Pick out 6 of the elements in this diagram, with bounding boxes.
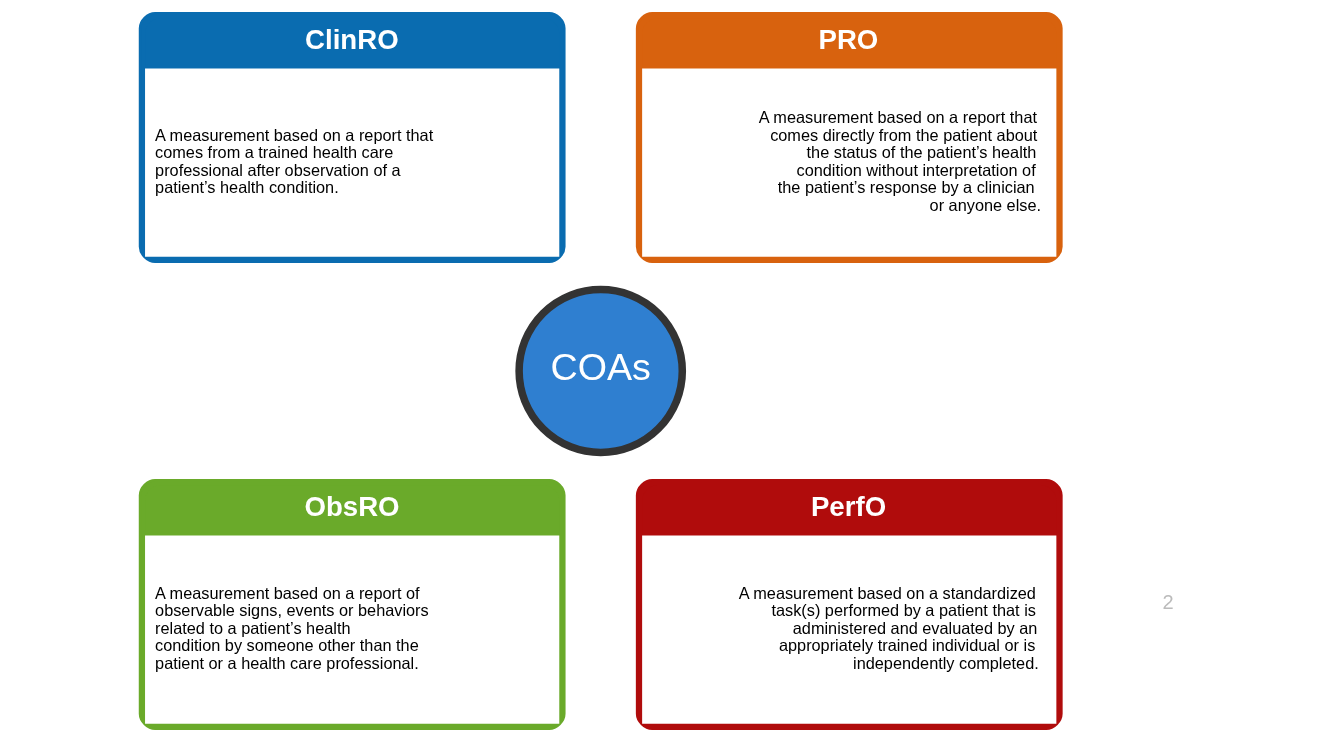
node-box: PRO A measurement based on a report that comes directly from the patient about the status of the patient’s health condition without interpretation of the patient’s response by a clinician or anyone else. <box>635 12 1063 264</box>
node-box: ClinRO A measurement based on a report that comes from a trained health care professional after observation of a patient’s health condition. <box>138 12 566 264</box>
node-box: ObsRO A measurement based on a report of observable signs, events or behaviors related to a patient’s health condition by someone other than the patient or a health care professional. <box>138 478 566 730</box>
label: 2 <box>1162 591 1174 614</box>
node-box: PerfO A measurement based on a standardized task(s) performed by a patient that is administered and evaluated by an appropriately trained individual or is independently completed. <box>635 478 1063 730</box>
node-circle: COAs <box>514 285 686 457</box>
